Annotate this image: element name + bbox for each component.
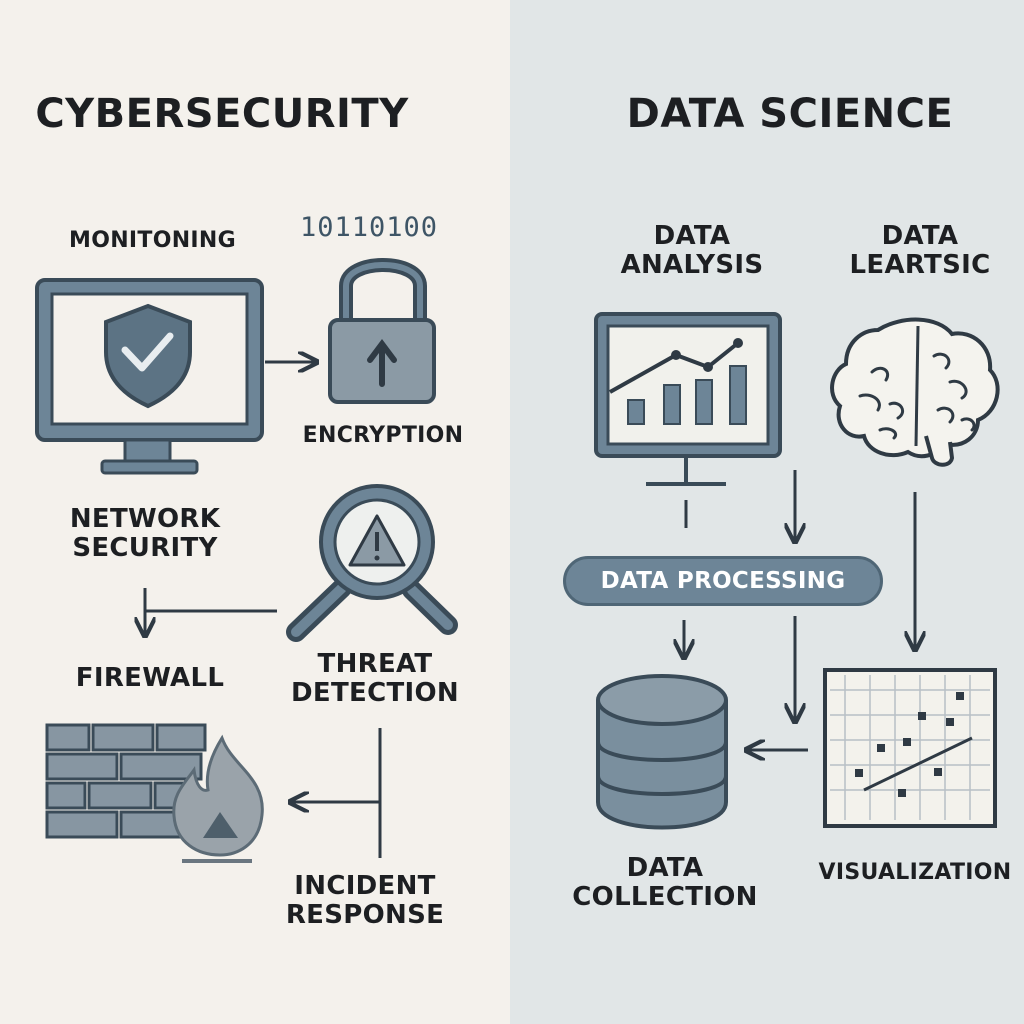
threat-detection-line-1: THREAT <box>317 649 433 679</box>
data-analysis-line-1: DATA <box>653 221 731 251</box>
cybersecurity-title: CYBERSECURITY <box>35 91 409 137</box>
incident-response-line-2: RESPONSE <box>285 899 445 930</box>
data-science-title: DATA SCIENCE <box>626 91 954 137</box>
analytics-monitor-icon <box>594 312 782 486</box>
data-learning-line-2: LEARTSIC <box>849 249 991 280</box>
visualization-label: VISUALIZATION <box>818 860 1012 885</box>
data-collection-line-1: DATA <box>626 853 704 883</box>
data-processing-pill: DATA PROCESSING <box>563 556 883 606</box>
scatter-plot-icon <box>823 668 997 828</box>
flame-icon <box>172 734 264 863</box>
data-learning-label: DATA LEARTSIC <box>825 222 1015 279</box>
data-analysis-line-2: ANALYSIS <box>620 249 764 280</box>
data-learning-line-1: DATA <box>881 221 959 251</box>
firewall-label: FIREWALL <box>75 663 225 693</box>
firewall-icon <box>45 723 207 839</box>
data-science-panel <box>510 0 1024 1024</box>
arrow-threat-to-firewall <box>145 588 277 634</box>
encryption-label: ENCRYPTION <box>302 423 464 448</box>
brain-icon <box>830 317 1000 467</box>
binary-code-text: 10110100 <box>300 212 439 243</box>
monitoring-label: MONITONING <box>69 228 236 253</box>
arrow-detection-to-firewall <box>292 728 382 858</box>
incident-response-line-1: INCIDENT <box>294 871 436 901</box>
data-collection-line-2: COLLECTION <box>572 881 758 912</box>
magnifier-warning-icon <box>286 484 458 642</box>
monitor-shield-icon <box>35 278 264 475</box>
incident-response-label: INCIDENT RESPONSE <box>265 872 465 929</box>
threat-detection-line-2: DETECTION <box>291 677 459 708</box>
network-security-line-2: SECURITY <box>72 532 218 563</box>
padlock-icon <box>328 258 436 404</box>
data-analysis-label: DATA ANALYSIS <box>592 222 792 279</box>
data-collection-label: DATA COLLECTION <box>560 854 770 911</box>
network-security-label: NETWORK SECURITY <box>40 505 250 562</box>
network-security-line-1: NETWORK <box>69 504 221 534</box>
threat-detection-label: THREAT DETECTION <box>285 650 465 707</box>
database-icon <box>596 674 728 830</box>
